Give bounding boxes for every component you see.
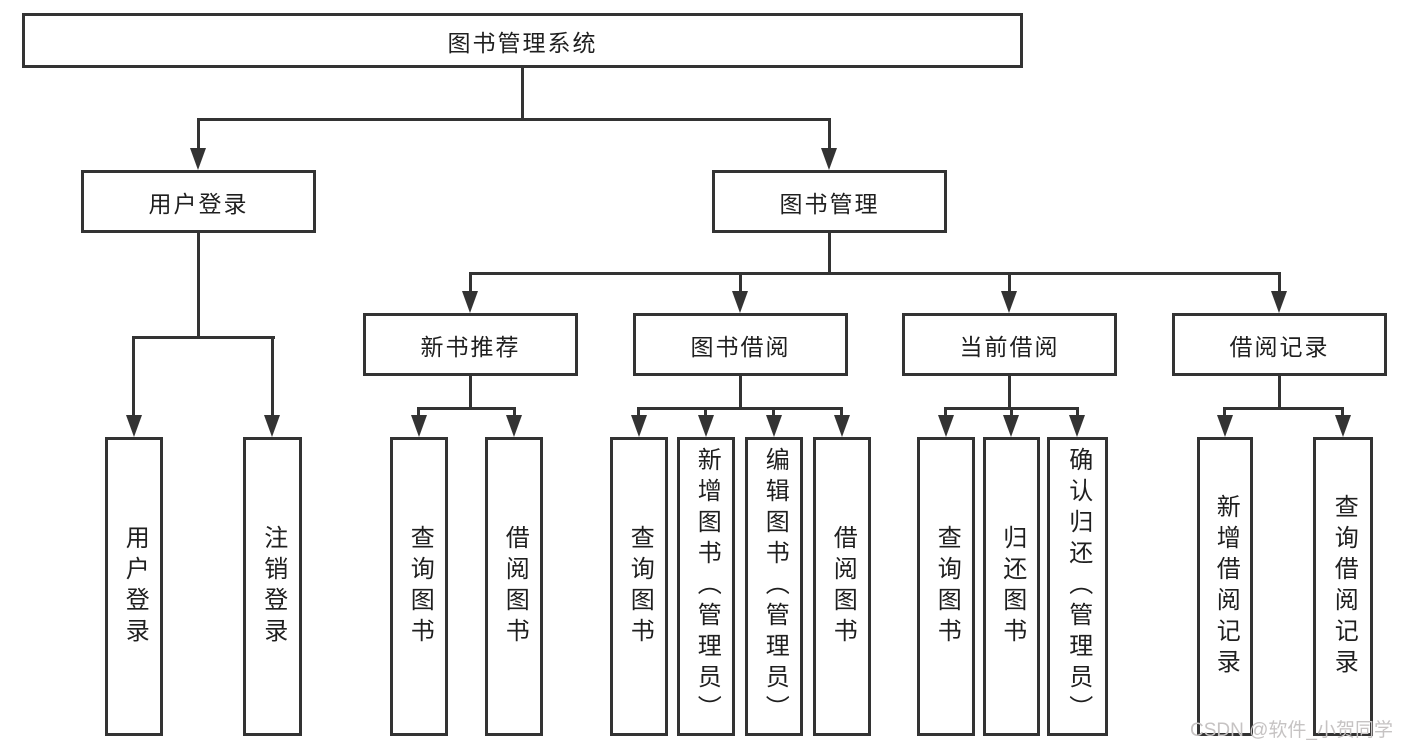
connector-stem-query-book-1 xyxy=(417,407,420,415)
node-borrowing-records: 借阅记录 xyxy=(1172,313,1387,376)
connector-book-borrow-stem xyxy=(739,376,742,407)
leaf-label: 查询图书 xyxy=(933,524,961,649)
arrow-to-query-borrow-record xyxy=(1335,415,1351,437)
leaf-label: 编辑图书（管理员） xyxy=(761,447,789,726)
node-user-login: 用户登录 xyxy=(81,170,316,233)
connector-root-stem xyxy=(521,68,524,118)
leaf-add-book-admin: 新增图书（管理员） xyxy=(677,437,735,736)
arrow-to-query-book-2 xyxy=(631,415,647,437)
node-book-borrowing: 图书借阅 xyxy=(633,313,848,376)
connector-stem-add-borrow-record xyxy=(1223,407,1226,415)
arrow-to-add-borrow-record xyxy=(1217,415,1233,437)
connector-record-bar xyxy=(1223,407,1344,410)
leaf-query-book-1: 查询图书 xyxy=(390,437,448,736)
connector-stem-query-borrow-record xyxy=(1341,407,1344,415)
connector-level2-bar xyxy=(197,118,831,121)
connector-stem-book-mgmt xyxy=(828,118,831,148)
leaf-add-borrow-record: 新增借阅记录 xyxy=(1197,437,1253,736)
leaf-query-book-2: 查询图书 xyxy=(610,437,668,736)
leaf-label: 借阅图书 xyxy=(501,524,529,649)
connector-stem-current-borrow xyxy=(1008,272,1011,291)
connector-book-borrow-bar xyxy=(637,407,843,410)
arrow-to-edit-book xyxy=(766,415,782,437)
leaf-label: 确认归还（管理员） xyxy=(1064,447,1092,726)
connector-stem-leaf-logout xyxy=(271,336,274,415)
node-label: 新书推荐 xyxy=(420,333,521,360)
connector-new-rec-bar xyxy=(417,407,516,410)
leaf-label: 注销登录 xyxy=(259,524,287,649)
connector-stem-query-book-2 xyxy=(637,407,640,415)
connector-stem-borrow-book-1 xyxy=(513,407,516,415)
node-label: 图书管理 xyxy=(779,190,880,217)
connector-stem-borrow-record xyxy=(1278,272,1281,291)
connector-stem-user-login xyxy=(197,118,200,148)
arrow-to-query-book-3 xyxy=(938,415,954,437)
arrow-to-borrow-record xyxy=(1271,291,1287,313)
node-new-book-recommendation: 新书推荐 xyxy=(363,313,578,376)
connector-current-stem xyxy=(1008,376,1011,407)
leaf-confirm-return-admin: 确认归还（管理员） xyxy=(1047,437,1108,736)
leaf-return-book: 归还图书 xyxy=(983,437,1040,736)
leaf-edit-book-admin: 编辑图书（管理员） xyxy=(745,437,803,736)
connector-stem-borrow-book-2 xyxy=(840,407,843,415)
leaf-label: 借阅图书 xyxy=(829,524,857,649)
connector-stem-confirm-return xyxy=(1076,407,1079,415)
arrow-to-leaf-user-login xyxy=(126,415,142,437)
connector-record-stem xyxy=(1278,376,1281,407)
connector-user-login-bar xyxy=(132,336,275,339)
csdn-watermark: CSDN @软件_小贺同学 xyxy=(1190,720,1393,741)
node-current-borrowing: 当前借阅 xyxy=(902,313,1117,376)
arrow-to-return-book xyxy=(1003,415,1019,437)
leaf-query-borrow-record: 查询借阅记录 xyxy=(1313,437,1373,736)
arrow-to-book-mgmt xyxy=(821,148,837,170)
arrow-to-user-login xyxy=(190,148,206,170)
leaf-borrow-book-1: 借阅图书 xyxy=(485,437,543,736)
leaf-label: 查询借阅记录 xyxy=(1330,493,1358,680)
leaf-label: 用户登录 xyxy=(121,524,149,649)
connector-new-rec-stem xyxy=(469,376,472,407)
arrow-to-query-book-1 xyxy=(411,415,427,437)
node-label: 图书借阅 xyxy=(690,333,791,360)
connector-stem-add-book xyxy=(704,407,707,415)
leaf-borrow-book-2: 借阅图书 xyxy=(813,437,871,736)
arrow-to-new-book-rec xyxy=(462,291,478,313)
node-library-management-system: 图书管理系统 xyxy=(22,13,1023,68)
arrow-to-borrow-book-1 xyxy=(506,415,522,437)
connector-level3-bar xyxy=(469,272,1281,275)
connector-user-login-stem xyxy=(197,233,200,336)
node-label: 当前借阅 xyxy=(959,333,1060,360)
node-label: 借阅记录 xyxy=(1229,333,1330,360)
leaf-label: 新增借阅记录 xyxy=(1212,493,1240,680)
leaf-query-book-3: 查询图书 xyxy=(917,437,975,736)
node-label: 图书管理系统 xyxy=(447,29,598,56)
node-label: 用户登录 xyxy=(148,190,249,217)
leaf-logout: 注销登录 xyxy=(243,437,302,736)
connector-book-mgmt-stem xyxy=(828,233,831,272)
arrow-to-add-book xyxy=(698,415,714,437)
leaf-label: 归还图书 xyxy=(998,524,1026,649)
connector-stem-leaf-user-login xyxy=(132,336,135,415)
leaf-label: 查询图书 xyxy=(626,524,654,649)
arrow-to-borrow-book-2 xyxy=(834,415,850,437)
arrow-to-book-borrow xyxy=(732,291,748,313)
leaf-label: 查询图书 xyxy=(406,524,434,649)
connector-stem-query-book-3 xyxy=(944,407,947,415)
arrow-to-current-borrow xyxy=(1001,291,1017,313)
connector-stem-return-book xyxy=(1010,407,1013,415)
connector-stem-edit-book xyxy=(772,407,775,415)
connector-stem-new-book-rec xyxy=(469,272,472,291)
leaf-user-login: 用户登录 xyxy=(105,437,163,736)
leaf-label: 新增图书（管理员） xyxy=(693,447,721,726)
arrow-to-leaf-logout xyxy=(264,415,280,437)
connector-stem-book-borrow xyxy=(739,272,742,291)
arrow-to-confirm-return xyxy=(1069,415,1085,437)
node-book-management: 图书管理 xyxy=(712,170,947,233)
